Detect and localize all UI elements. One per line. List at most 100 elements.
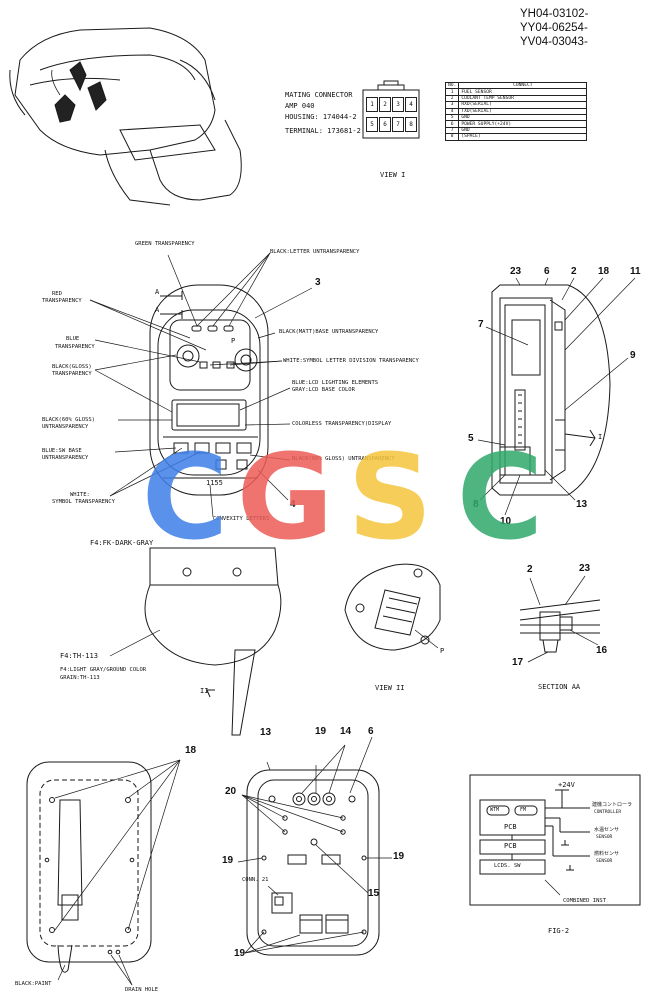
table-cell-connect: COOLANT TEMP SENSOR <box>458 94 588 103</box>
label-fuel-sensor-jp: 燃料センサ <box>594 851 620 857</box>
fig-2-label: FIG-2 <box>548 927 570 935</box>
table-cell-no: 4 <box>444 107 460 115</box>
callout-15: 15 <box>368 888 380 899</box>
section-aa-drawing <box>519 575 601 663</box>
label-temp-sensor-en: SENSOR <box>596 835 613 840</box>
marker-a-bottom: A <box>155 306 160 314</box>
callout-3: 3 <box>315 277 321 288</box>
callout-9: 9 <box>630 350 636 361</box>
amp-label: AMP 040 <box>285 102 315 110</box>
label-red-1: RED <box>52 291 62 297</box>
label-convexity-letters: CONVEXITY LETTERS <box>213 516 270 522</box>
table-cell-connect: FUEL SENSOR <box>458 88 588 96</box>
label-black-paint: BLACK:PAINT <box>15 981 52 987</box>
callout-16: 16 <box>596 645 608 656</box>
face-code: 1155 <box>206 479 223 487</box>
table-cell-connect: POWER SUPPLY(+24V) <box>458 120 588 128</box>
label-black-60-untransparency: BLACK(60% GLOSS) UNTRANSPARENCY <box>292 456 395 462</box>
label-black-letter-untransparency: BLACK:LETTER UNTRANSPARENCY <box>270 249 360 255</box>
callout-23-aa: 23 <box>579 563 591 574</box>
pin-1: 1 <box>366 97 378 112</box>
pin-6: 6 <box>379 117 391 132</box>
label-white-symbol-letter: WHITE:SYMBOL LETTER DIVISION TRANSPARENC… <box>283 358 419 364</box>
label-f4-light-gray: F4:LIGHT GRAY/GROUND COLOR <box>60 667 147 673</box>
label-blue-sw-2: UNTRANSPARENCY <box>42 455 89 461</box>
label-black-gloss-1: BLACK(GLOSS) <box>52 364 92 370</box>
cross-section-view <box>477 277 636 516</box>
table-header-row: NO. CONNECT <box>444 81 588 90</box>
marker-p-view2: P <box>440 647 445 655</box>
table-row: 8(SPACE) <box>444 133 588 141</box>
label-pcb-1: PCB <box>504 823 517 831</box>
view-two-drawing <box>344 563 441 651</box>
instrument-front-view <box>149 284 269 496</box>
pin-8: 8 <box>405 117 417 132</box>
label-colorless: COLORLESS TRANSPARENCY(DISPLAY <box>292 421 392 427</box>
view-2-label: VIEW II <box>375 684 405 692</box>
callout-4: 4 <box>290 499 296 510</box>
callout-2-aa: 2 <box>527 564 533 575</box>
back-cover-view <box>26 759 181 986</box>
front-view-leaders <box>89 252 313 518</box>
marker-p-front: P <box>231 337 236 345</box>
pin-4: 4 <box>405 97 417 112</box>
label-black-60-2: UNTRANSPARENCY <box>42 424 89 430</box>
label-conn-21: CONN. 21 <box>242 877 269 883</box>
housing-lower <box>109 547 282 736</box>
header-code-2: YY04-06254- <box>520 22 588 34</box>
pin-7: 7 <box>392 117 404 132</box>
label-f4-fk-dark-gray: F4:FK-DARK-GRAY <box>90 539 154 547</box>
callout-8: 8 <box>473 499 479 510</box>
label-drain-hole: DRAIN HOLE <box>125 987 159 993</box>
connector-outline <box>362 80 420 139</box>
header-code-3: YV04-03043- <box>520 36 588 48</box>
callout-19-bottom: 19 <box>234 948 246 959</box>
pin-2: 2 <box>379 97 391 112</box>
callout-7: 7 <box>478 319 484 330</box>
marker-a-top: A <box>155 288 160 296</box>
terminal-label: TERMINAL: 173681-2 <box>285 127 361 135</box>
label-lcds-sw: LCDS. SW <box>494 863 521 869</box>
callout-6-pcb: 6 <box>368 726 374 737</box>
label-green-transparency: GREEN TRANSPARENCY <box>135 241 195 247</box>
callout-17: 17 <box>512 657 524 668</box>
mating-connector-label: MATING CONNECTOR <box>285 91 353 99</box>
label-white-symbol-1: WHITE: <box>70 492 90 498</box>
callout-6-top: 6 <box>544 266 550 277</box>
table-cell-connect: (SPACE) <box>458 133 588 141</box>
label-plus-24v: +24V <box>558 781 575 789</box>
callout-11: 11 <box>630 266 641 277</box>
label-white-symbol-2: SYMBOL TRANSPARENCY <box>52 499 115 505</box>
marker-i: I <box>598 433 603 441</box>
label-fm: FM <box>520 807 527 813</box>
label-blue-sw-1: BLUE:SW BASE <box>42 448 82 454</box>
label-pcb-2: PCB <box>504 842 517 850</box>
label-black-matt: BLACK(MATT)BASE UNTRANSPARENCY <box>279 329 379 335</box>
label-controller-jp: 建機コントローラ <box>592 802 633 808</box>
callout-19-left: 19 <box>222 855 234 866</box>
label-blue-lcd-2: GRAY:LCD BASE COLOR <box>292 387 355 393</box>
table-cell-connect: GND <box>458 113 588 122</box>
table-cell-connect: TXD(SERIAL) <box>458 107 588 115</box>
label-red-2: TRANSPARENCY <box>42 298 82 304</box>
callout-18-top: 18 <box>598 266 610 277</box>
header-code-1: YH04-03102- <box>520 8 589 20</box>
label-grain: GRAIN:TH-113 <box>60 675 100 681</box>
housing-label: HOUSING: 174044-2 <box>285 113 357 121</box>
label-black-60-1: BLACK(60% GLOSS) <box>42 417 95 423</box>
callout-2-top: 2 <box>571 266 577 277</box>
label-controller-en: CONTROLLER <box>594 810 622 815</box>
table-cell-no: 1 <box>444 88 460 96</box>
table-cell-no: 3 <box>444 101 460 109</box>
callout-5: 5 <box>468 433 474 444</box>
label-blue-1: BLUE <box>66 336 80 342</box>
callout-10: 10 <box>500 516 512 527</box>
label-black-gloss-2: TRANSPARENCY <box>52 371 92 377</box>
label-wtm: WTM <box>490 807 500 813</box>
